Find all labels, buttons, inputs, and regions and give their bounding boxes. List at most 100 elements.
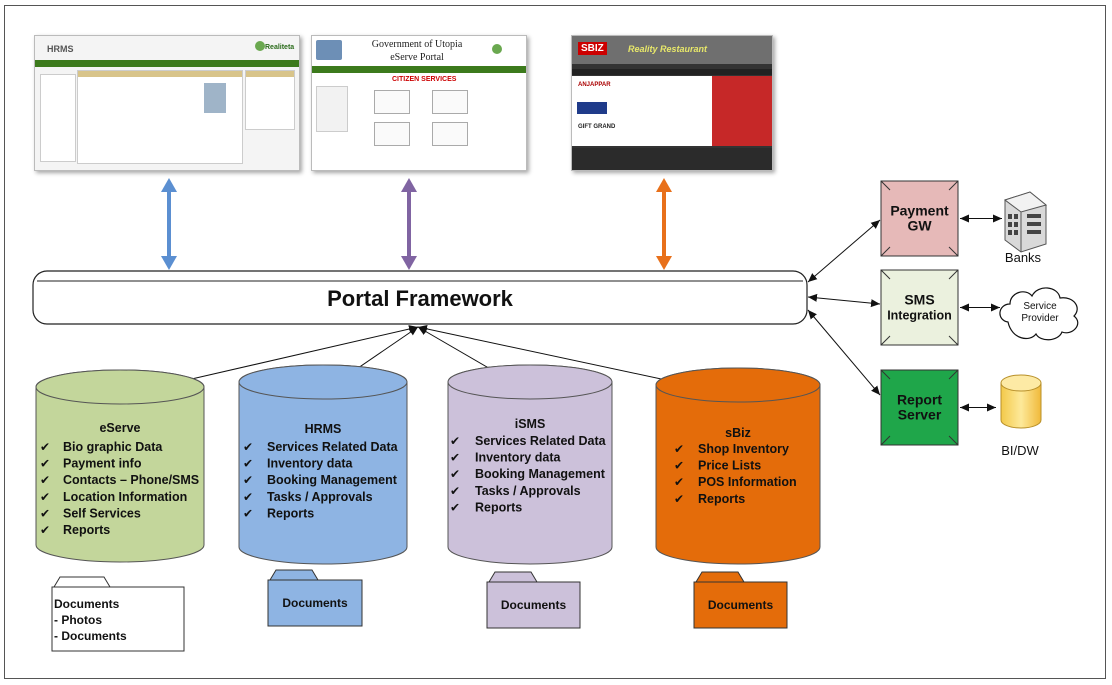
datastore-title: iSMS: [515, 417, 546, 431]
datastore-item: POS Information: [698, 475, 797, 489]
datastore-item: Location Information: [63, 490, 187, 504]
eserve-sidebar: [316, 86, 348, 132]
check-icon: ✔: [243, 506, 253, 520]
eserve-screenshot: Government of Utopia eServe Portal CITIZ…: [311, 35, 527, 171]
check-icon: ✔: [450, 451, 460, 465]
check-icon: ✔: [243, 440, 253, 454]
hrms-brand: Realiteta: [265, 44, 295, 51]
datastore-item: Booking Management: [267, 473, 398, 487]
datastore-item: Reports: [475, 500, 522, 514]
folder-body: [693, 581, 788, 629]
datastore-eserve: eServe✔Bio graphic Data✔Payment info✔Con…: [35, 369, 205, 563]
datastore-item: Tasks / Approvals: [267, 490, 373, 504]
check-icon: ✔: [450, 434, 460, 448]
eserve-tile: [432, 122, 468, 146]
documents-label: Documents: [708, 598, 774, 612]
diagram-frame: [4, 5, 1106, 679]
cylinder-top: [655, 367, 821, 403]
eserve-tile: [374, 90, 410, 114]
datastore-hrms: HRMS✔Services Related Data✔Inventory dat…: [238, 364, 408, 565]
folder-tab-icon: [488, 571, 538, 583]
cylinder-top: [447, 364, 613, 400]
database-icon: [1000, 374, 1042, 429]
sbiz-banner-text: Reality Restaurant: [628, 44, 708, 54]
folder-tab-icon: [53, 576, 111, 588]
documents-folder-sbiz: Documents: [693, 571, 788, 629]
check-icon: ✔: [40, 523, 50, 537]
datastore-item: Contacts – Phone/SMS: [63, 473, 199, 487]
check-icon: ✔: [243, 457, 253, 471]
check-icon: ✔: [40, 473, 50, 487]
datastore-title: eServe: [99, 421, 140, 435]
datastore-item: Self Services: [63, 506, 141, 520]
documents-folder-hrms: Documents: [267, 569, 363, 627]
datastore-isms: iSMS✔Services Related Data✔Inventory dat…: [447, 364, 613, 565]
sbiz-ad-banner: [712, 76, 772, 146]
check-icon: ✔: [674, 475, 684, 489]
brand-gift-grand: GIFT GRAND: [578, 124, 616, 130]
folder-tab-icon: [269, 569, 319, 581]
portal-framework-bar: [32, 270, 808, 325]
portal-framework-title: Portal Framework: [327, 286, 514, 311]
service-target-label: BI/DW: [1001, 443, 1039, 458]
datastore-item: Reports: [267, 506, 314, 520]
check-icon: ✔: [450, 467, 460, 481]
check-icon: ✔: [674, 442, 684, 456]
check-icon: ✔: [674, 492, 684, 506]
realiteta-logo-icon: [255, 41, 265, 51]
utopia-flag-icon: [316, 40, 342, 60]
arrow-sbiz-portal: [656, 178, 672, 270]
portal-service-links: [807, 219, 881, 396]
datastore-item: Inventory data: [267, 457, 353, 471]
sbiz-nav-bar: [572, 69, 772, 75]
datastore-item: Reports: [63, 523, 110, 537]
bank-building-icon: [1003, 191, 1048, 253]
check-icon: ✔: [450, 484, 460, 498]
brand-logo-icon: [577, 102, 607, 114]
datastore-title: sBiz: [725, 426, 751, 440]
check-icon: ✔: [243, 473, 253, 487]
service-label: Report: [897, 392, 942, 408]
datastore-item: Bio graphic Data: [63, 440, 163, 454]
realiteta-logo-icon: [492, 44, 502, 54]
check-icon: ✔: [674, 459, 684, 473]
datastore-item: Services Related Data: [475, 434, 607, 448]
check-icon: ✔: [40, 506, 50, 520]
check-icon: ✔: [40, 490, 50, 504]
service-label: GW: [907, 218, 932, 234]
documents-label: Documents: [54, 597, 120, 611]
service-label: Server: [898, 407, 942, 423]
documents-line: - Documents: [54, 629, 127, 643]
documents-folder-isms: Documents: [486, 571, 581, 629]
datastore-item: Booking Management: [475, 467, 606, 481]
sbiz-screenshot: SBIZ Reality Restaurant ANJAPPAR GIFT GR…: [571, 35, 773, 171]
citizen-services-heading: CITIZEN SERVICES: [392, 76, 457, 83]
check-icon: ✔: [40, 457, 50, 471]
service-label: Payment: [890, 203, 949, 219]
check-icon: ✔: [243, 490, 253, 504]
check-icon: ✔: [40, 440, 50, 454]
portal-datastore-links: [121, 324, 737, 398]
brand-anjappar: ANJAPPAR: [578, 82, 611, 88]
cloud-icon: [999, 287, 1079, 341]
datastore-item: Price Lists: [698, 459, 761, 473]
eserve-title-line2: eServe Portal: [390, 52, 444, 63]
arrow-hrms-portal: [161, 178, 177, 270]
eserve-tile: [432, 90, 468, 114]
eserve-nav-bar: [312, 66, 526, 73]
folder-body: [486, 581, 581, 629]
service-target-label: Banks: [1005, 250, 1042, 265]
folder-body: [51, 586, 185, 652]
eserve-tile: [374, 122, 410, 146]
service-label: SMS: [904, 292, 934, 308]
sbiz-footer: [572, 148, 772, 170]
folder-body: [267, 579, 363, 627]
sbiz-listing-panel: ANJAPPAR GIFT GRAND: [572, 76, 712, 146]
service-label: Integration: [887, 309, 952, 323]
eserve-title-line1: Government of Utopia: [371, 39, 463, 50]
